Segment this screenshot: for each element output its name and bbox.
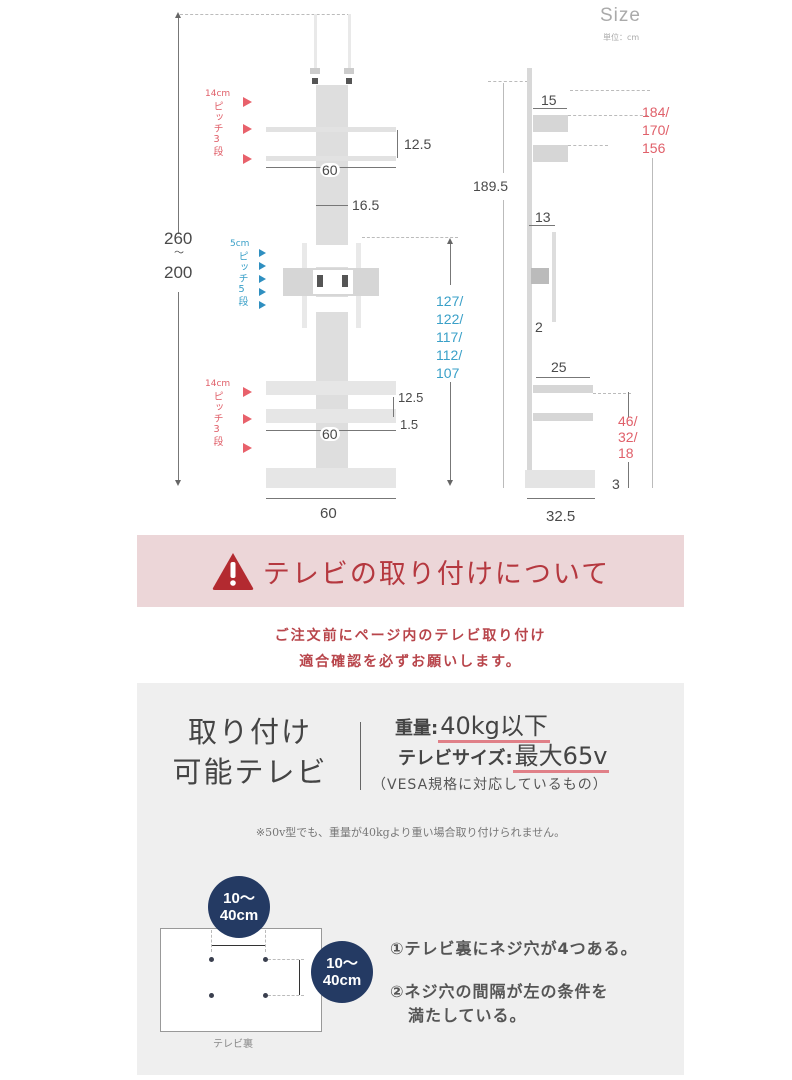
unit-label: 単位：cm: [603, 33, 640, 42]
side-lower-shelf-depth: 25: [551, 359, 567, 375]
lower-shelf-thickness: 1.5: [400, 417, 419, 432]
side-height-line: [503, 83, 504, 173]
screw-hole: [209, 993, 214, 998]
side-tv-plate: [552, 232, 556, 322]
weight-label: 重量:: [395, 718, 439, 739]
bracket-pitch-value: 5cm: [230, 239, 250, 249]
weight-value: 40kg以下: [438, 712, 550, 743]
screw-hole: [263, 957, 268, 962]
lower-pitch-value: 14cm: [205, 379, 231, 389]
side-lower-shelf-1: [533, 385, 593, 393]
pitch-arrow-icon: [243, 97, 252, 107]
upper-shelf-2: [266, 156, 396, 161]
horizontal-range-bubble: 10〜 40cm: [208, 876, 270, 938]
side-base-depth: 32.5: [546, 508, 576, 525]
pitch-arrow-icon: [243, 124, 252, 134]
screw-hole: [209, 957, 214, 962]
vesa-note: （VESA規格に対応しているもの）: [372, 777, 608, 793]
vertical-range-bubble: 10〜 40cm: [311, 941, 373, 1003]
warning-banner: テレビの取り付けについて: [137, 535, 684, 607]
total-height-line: [178, 14, 179, 234]
lower-shelf-2: [266, 409, 396, 423]
divider: [360, 722, 361, 790]
base-width: 60: [320, 505, 337, 522]
side-upper-shelf-depth: 15: [541, 92, 557, 108]
pitch-arrow-icon: [259, 262, 266, 270]
lower-shelf-1: [266, 381, 396, 395]
total-height-top: 260: [164, 229, 193, 248]
condition-2: ②ネジ穴の間隔が左の条件を 満たしている。: [390, 982, 609, 1025]
arrow-up-icon: [175, 12, 181, 18]
upper-pitch-value: 14cm: [205, 89, 231, 99]
side-bracket-depth: 13: [535, 209, 551, 225]
pitch-arrow-icon: [243, 414, 252, 424]
total-height-bottom: 200: [164, 263, 193, 282]
side-pole: [527, 68, 532, 488]
condition-1: ①テレビ裏にネジ穴が4つある。: [390, 939, 638, 958]
upper-pitch-label: ピッチ3段: [211, 101, 222, 157]
side-upper-shelf-1: [533, 115, 568, 132]
side-pole-gap: 2: [535, 319, 543, 335]
pitch-arrow-icon: [259, 288, 266, 296]
pitch-arrow-icon: [259, 301, 266, 309]
size-title: Size: [600, 5, 641, 26]
upper-shelf-width: 60: [320, 162, 340, 178]
weight-spec: 重量:40kg以下: [395, 712, 550, 743]
pitch-arrow-icon: [243, 443, 252, 453]
pitch-arrow-icon: [243, 154, 252, 164]
bracket-pitch-label: ピッチ5段: [236, 251, 247, 307]
weight-footnote: ※50v型でも、重量が40kgより重い場合取り付けられません。: [255, 826, 566, 839]
side-upper-shelf-2: [533, 145, 568, 162]
warning-triangle-icon: [212, 553, 254, 590]
warning-title: テレビの取り付けについて: [262, 558, 611, 590]
arrow-down-icon: [175, 480, 181, 486]
pitch-arrow-icon: [243, 387, 252, 397]
side-upper-shelf-heights: 184/ 170/ 156: [642, 104, 670, 156]
size-label: テレビサイズ:: [398, 748, 513, 769]
size-value: 最大65v: [512, 742, 610, 773]
side-lower-shelf-heights: 46/ 32/ 18: [618, 413, 638, 461]
warning-notice-line1: ご注文前にページ内のテレビ取り付け: [274, 628, 547, 644]
pitch-arrow-icon: [259, 249, 266, 257]
lower-pitch-label: ピッチ3段: [211, 391, 222, 447]
bracket-heights: 127/ 122/ 117/ 112/ 107: [436, 293, 464, 381]
tv-back-label: テレビ裏: [213, 1039, 253, 1050]
screw-hole: [263, 993, 268, 998]
pole-width: 16.5: [352, 197, 380, 213]
warning-notice-line2: 適合確認を必ずお願いします。: [299, 654, 522, 670]
upper-shelf-1: [266, 127, 396, 132]
side-base-height: 3: [612, 476, 620, 492]
upper-shelf-gap: 12.5: [404, 136, 432, 152]
lower-shelf-width: 60: [320, 426, 340, 442]
side-base: [525, 470, 595, 488]
lower-shelf-gap: 12.5: [398, 390, 424, 405]
pitch-arrow-icon: [259, 275, 266, 283]
side-lower-shelf-2: [533, 413, 593, 421]
side-pole-height: 189.5: [473, 178, 509, 194]
size-spec: テレビサイズ:最大65v: [398, 742, 610, 773]
compat-title: 取り付け 可能テレビ: [172, 715, 328, 789]
tv-back-diagram: [160, 928, 322, 1032]
base: [266, 468, 396, 488]
total-height-sep: 〜: [174, 248, 184, 259]
